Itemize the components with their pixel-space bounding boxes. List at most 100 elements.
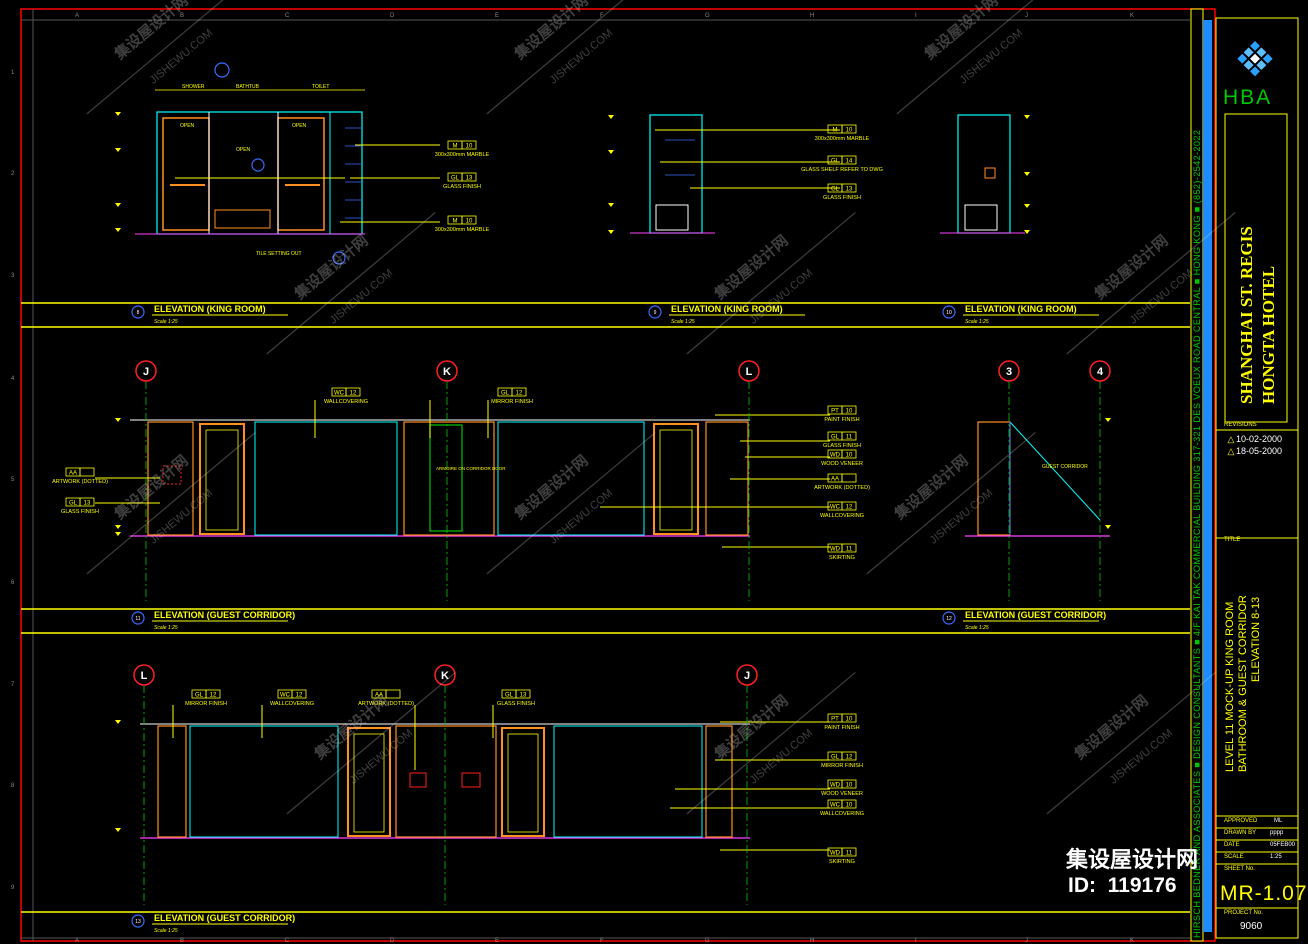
svg-text:GL: GL <box>451 176 460 182</box>
drawing-title-line1: LEVEL 11 MOCK-UP KING ROOM <box>1224 601 1236 772</box>
title-block-frame <box>1215 17 1299 939</box>
drawing-annotation: ARMOIRE ON CORRIDOR DOOR <box>436 466 506 471</box>
project-label: PROJECT No. <box>1224 910 1263 916</box>
elevation-scale: Scale 1:25 <box>965 625 989 631</box>
svg-text:GL: GL <box>505 693 514 699</box>
svg-text:WALLCOVERING: WALLCOVERING <box>820 811 864 817</box>
grid-col-label: K <box>1130 938 1134 944</box>
drawing-annotation: TILE SETTING OUT <box>256 251 302 257</box>
elevation-scale: Scale 1:25 <box>154 319 178 325</box>
gridline-bubble-label: J <box>143 366 149 378</box>
grid-col-label: I <box>915 13 917 19</box>
svg-text:JISHEWU.COM: JISHEWU.COM <box>748 727 816 786</box>
hba-logo-mark <box>1237 41 1273 77</box>
grid-col-label: A <box>75 13 79 19</box>
svg-text:JISHEWU.COM: JISHEWU.COM <box>958 27 1026 86</box>
svg-text:WOOD VENEER: WOOD VENEER <box>821 461 863 467</box>
gridline-bubble <box>436 360 458 382</box>
svg-text:GL: GL <box>69 501 78 507</box>
elevation-scale: Scale 1:25 <box>671 319 695 325</box>
svg-text:JISHEWU.COM: JISHEWU.COM <box>748 267 816 326</box>
svg-text:AA: AA <box>831 477 839 483</box>
svg-text:ARTWORK (DOTTED): ARTWORK (DOTTED) <box>814 485 870 491</box>
drawn-value: pppp <box>1270 830 1284 836</box>
approved-label: APPROVED <box>1224 818 1258 824</box>
finish-tag: AA ARTWORK (DOTTED) <box>52 467 108 485</box>
svg-text:JISHEWU.COM: JISHEWU.COM <box>148 27 216 86</box>
elevation-marker-icon <box>131 914 145 928</box>
svg-text:10: 10 <box>846 783 853 789</box>
svg-text:WD: WD <box>830 547 841 553</box>
elevation-marker-icon <box>942 611 956 625</box>
svg-text:GL: GL <box>831 187 840 193</box>
band-separators <box>21 302 1190 913</box>
elevation-marker-icon <box>942 305 956 319</box>
gridline-bubble <box>1089 360 1111 382</box>
svg-text:13: 13 <box>135 919 141 925</box>
svg-text:JISHEWU.COM: JISHEWU.COM <box>1108 727 1176 786</box>
svg-text:12: 12 <box>946 616 952 622</box>
grid-row-label: 4 <box>11 376 15 382</box>
drawing-annotation: TOILET <box>312 84 329 90</box>
grid-row-label: 6 <box>11 580 15 586</box>
svg-text:11: 11 <box>135 616 140 622</box>
gridline-bubble-label: 4 <box>1097 366 1104 378</box>
sheet-border <box>20 8 1216 942</box>
elevation-marker-icon <box>648 305 662 319</box>
grid-col-label: B <box>180 13 184 19</box>
svg-text:13: 13 <box>520 693 527 699</box>
gridline-bubble-label: L <box>141 670 148 682</box>
grid-col-label: C <box>285 13 290 19</box>
svg-text:300x300mm MARBLE: 300x300mm MARBLE <box>815 136 870 142</box>
elevation-title: ELEVATION (GUEST CORRIDOR) <box>154 913 295 923</box>
svg-text:JISHEWU.COM: JISHEWU.COM <box>548 487 616 546</box>
grid-col-label: K <box>1130 13 1134 19</box>
svg-text:M: M <box>453 219 458 225</box>
svg-text:10: 10 <box>466 144 473 150</box>
project-title: SHANGHAI ST. REGIS HONGTA HOTEL <box>1236 226 1280 404</box>
gridline-bubble-label: J <box>744 670 750 682</box>
grid-col-label: F <box>600 938 604 944</box>
finish-tag: AA ARTWORK (DOTTED) <box>814 473 870 491</box>
svg-text:ARTWORK (DOTTED): ARTWORK (DOTTED) <box>52 479 108 485</box>
gridline-bubble <box>135 360 157 382</box>
grid-row-label: 1 <box>11 70 15 76</box>
drawing-annotation: BATHTUB <box>236 84 260 90</box>
title-label: TITLE <box>1224 537 1241 543</box>
gridline-bubble <box>133 664 155 686</box>
svg-text:GL: GL <box>195 693 204 699</box>
svg-text:M: M <box>833 128 838 134</box>
grid-col-label: D <box>390 13 395 19</box>
gridline-bubble-label: 3 <box>1006 366 1012 378</box>
grid-col-label: J <box>1025 13 1028 19</box>
gridline-bubble <box>738 360 760 382</box>
sheet-number: MR-1.07 <box>1220 882 1308 905</box>
grid-col-label: G <box>705 938 710 944</box>
drawing-title-line2: BATHROOM & GUEST CORRIDOR <box>1237 595 1249 772</box>
grid-row-label: 3 <box>11 273 15 279</box>
svg-text:WD: WD <box>830 783 841 789</box>
grid-col-label: I <box>915 938 917 944</box>
gridline-bubble-label: K <box>443 366 451 378</box>
svg-text:AA: AA <box>69 471 77 477</box>
svg-text:10: 10 <box>946 310 952 316</box>
svg-text:12: 12 <box>516 391 523 397</box>
svg-text:ARTWORK (DOTTED): ARTWORK (DOTTED) <box>358 701 414 707</box>
svg-text:GL: GL <box>501 391 510 397</box>
svg-text:WC: WC <box>830 803 841 809</box>
elevation-13-drawing <box>140 705 830 851</box>
svg-text:JISHEWU.COM: JISHEWU.COM <box>328 267 396 326</box>
svg-text:PAINT FINISH: PAINT FINISH <box>824 417 859 423</box>
svg-text:13: 13 <box>84 501 91 507</box>
svg-text:WOOD VENEER: WOOD VENEER <box>821 791 863 797</box>
gridline-bubble <box>736 664 758 686</box>
